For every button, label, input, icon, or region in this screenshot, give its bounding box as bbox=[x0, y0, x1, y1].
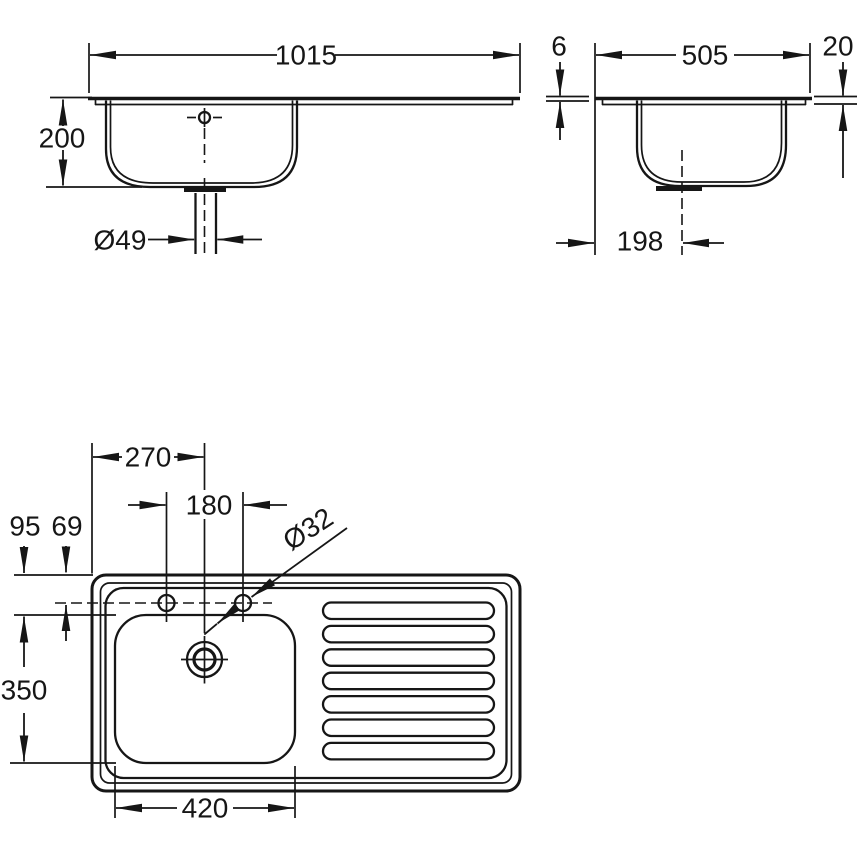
plan-extension-lines bbox=[10, 443, 296, 818]
dim-label-bowl-front-to-back: 350 bbox=[1, 675, 48, 706]
side-dimension-6: 6 bbox=[546, 31, 589, 140]
front-dimension-1015: 1015 bbox=[88, 40, 521, 93]
dim-label-overall-depth: 505 bbox=[682, 40, 729, 71]
front-dimension-200: 200 bbox=[39, 96, 142, 188]
dim-label-edge-to-bowl: 95 bbox=[9, 511, 40, 542]
dim-label-rim-thickness: 6 bbox=[551, 31, 567, 62]
dim-label-tap-diameter: Ø32 bbox=[277, 502, 338, 557]
side-elevation-view: 505 6 20 198 bbox=[546, 31, 857, 257]
plan-dimension-69: 69 bbox=[51, 511, 83, 641]
dim-label-outlet-from-left: 270 bbox=[125, 442, 172, 473]
plan-dimension-350: 350 bbox=[1, 616, 48, 762]
dim-label-edge-to-taps: 69 bbox=[51, 511, 82, 542]
dim-label-edge-height: 20 bbox=[822, 31, 853, 62]
side-dimension-20: 20 bbox=[814, 31, 857, 178]
side-dimension-198: 198 bbox=[556, 226, 724, 257]
plan-view: 270 180 Ø32 95 69 350 bbox=[1, 442, 522, 824]
side-dimension-505: 505 bbox=[594, 40, 811, 255]
plan-dimension-270: 270 bbox=[93, 442, 204, 473]
front-tap-hole-marker bbox=[187, 108, 222, 127]
front-elevation-view: 1015 200 Ø49 bbox=[39, 40, 521, 256]
front-dimension-o49: Ø49 bbox=[94, 225, 262, 256]
dim-label-outlet-offset: 198 bbox=[617, 226, 664, 257]
dim-label-bowl-width: 420 bbox=[182, 793, 229, 824]
dim-label-overall-width: 1015 bbox=[275, 40, 337, 71]
dim-label-outlet-diameter: Ø49 bbox=[94, 225, 147, 256]
plan-dimension-180: 180 bbox=[128, 490, 287, 521]
dim-label-tap-spacing: 180 bbox=[186, 490, 233, 521]
side-sink-profile bbox=[595, 96, 812, 255]
plan-tap-holes bbox=[55, 492, 272, 622]
plan-drain-outlet bbox=[181, 636, 228, 684]
front-sink-profile bbox=[88, 96, 520, 255]
plan-dimension-95: 95 bbox=[9, 511, 41, 573]
plan-drainboard-ribs bbox=[321, 601, 496, 761]
plan-dimension-420: 420 bbox=[116, 793, 294, 824]
dim-label-bowl-depth: 200 bbox=[39, 123, 86, 154]
